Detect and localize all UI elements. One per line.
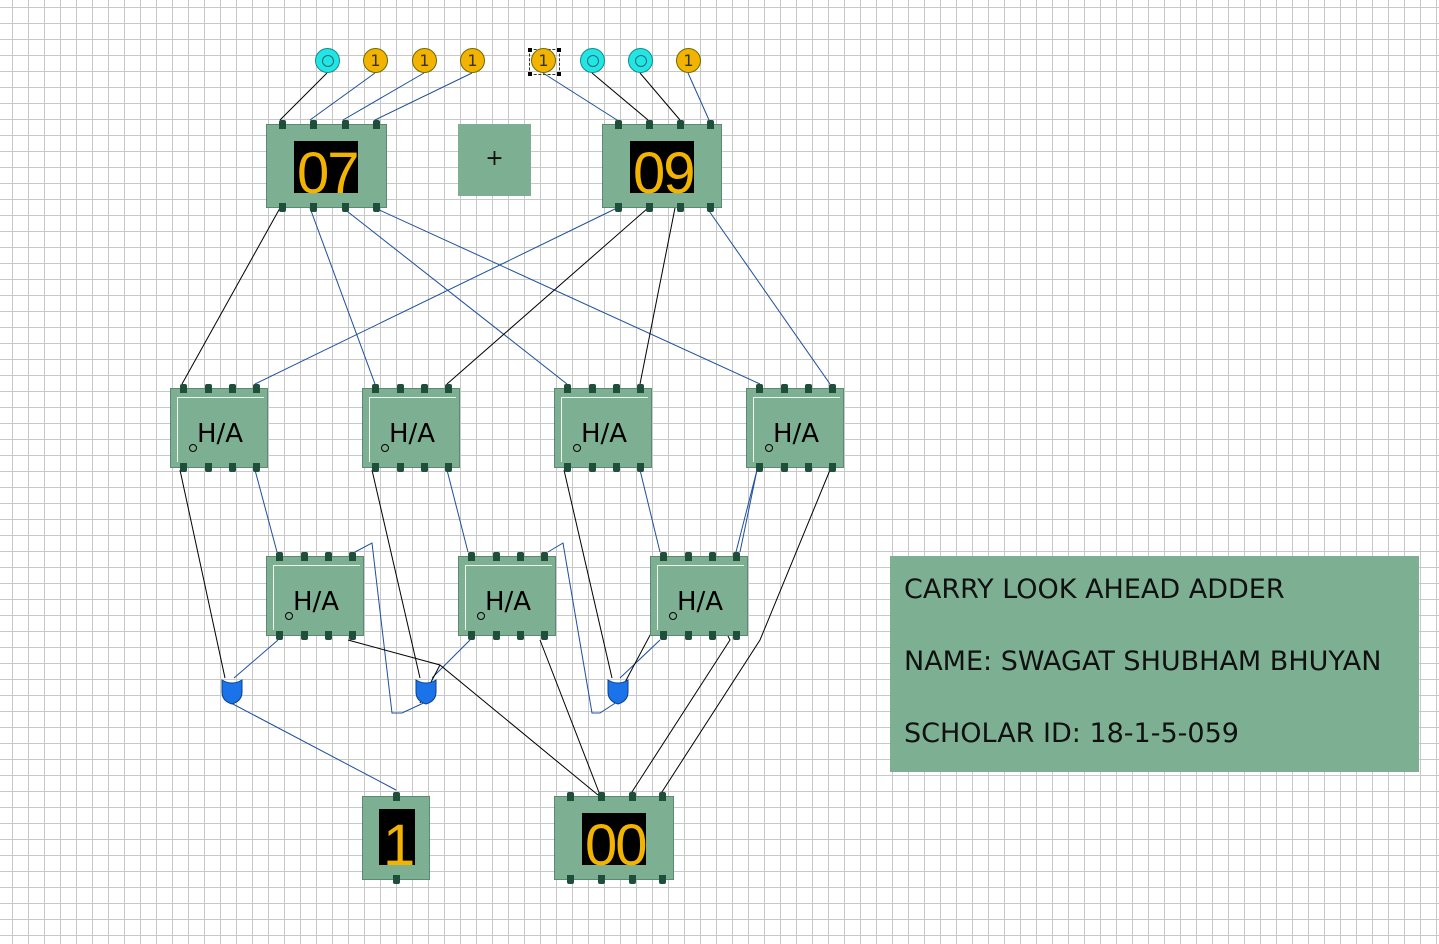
half-adder-label: H/A bbox=[197, 419, 244, 449]
wire bbox=[639, 469, 661, 553]
half-adder-label: H/A bbox=[389, 419, 436, 449]
half-adder-label: H/A bbox=[485, 587, 532, 617]
half-adder-label: H/A bbox=[773, 419, 820, 449]
wire bbox=[254, 207, 618, 385]
wire bbox=[547, 542, 621, 714]
wire bbox=[687, 72, 710, 121]
display-sum-value: 00 bbox=[585, 813, 647, 878]
switch-b3[interactable]: 1 bbox=[531, 48, 556, 73]
wire bbox=[230, 702, 397, 791]
half-adder[interactable]: H/A bbox=[266, 552, 364, 640]
switch-b1[interactable] bbox=[628, 48, 653, 73]
wire bbox=[446, 469, 469, 553]
info-scholar-id: SCHOLAR ID: 18-1-5-059 bbox=[904, 718, 1239, 749]
wire bbox=[233, 639, 279, 679]
or-gate-icon[interactable] bbox=[606, 676, 630, 706]
wire bbox=[659, 469, 831, 796]
switch-b2[interactable] bbox=[580, 48, 605, 73]
half-adder[interactable]: H/A bbox=[554, 384, 652, 472]
switch-a0[interactable]: 1 bbox=[460, 48, 485, 73]
wire bbox=[563, 469, 613, 679]
half-adder-label: H/A bbox=[581, 419, 628, 449]
wire bbox=[739, 469, 758, 553]
wire bbox=[706, 207, 831, 385]
switch-b0[interactable]: 1 bbox=[676, 48, 701, 73]
wire bbox=[374, 207, 761, 385]
half-adder[interactable]: H/A bbox=[170, 384, 268, 472]
wire bbox=[354, 542, 431, 714]
wire bbox=[619, 639, 661, 679]
wire bbox=[591, 72, 649, 121]
wire bbox=[254, 469, 278, 553]
half-adder[interactable]: H/A bbox=[746, 384, 844, 472]
display-carry[interactable]: 1 bbox=[362, 792, 430, 884]
operator-label: + bbox=[458, 124, 531, 196]
wire bbox=[539, 639, 601, 796]
wire bbox=[446, 207, 649, 385]
wire bbox=[179, 469, 226, 679]
wire bbox=[309, 207, 376, 385]
info-panel: CARRY LOOK AHEAD ADDER NAME: SWAGAT SHUB… bbox=[890, 556, 1419, 772]
wire bbox=[309, 72, 376, 121]
wire bbox=[342, 72, 425, 121]
display-carry-value: 1 bbox=[383, 813, 415, 878]
half-adder[interactable]: H/A bbox=[362, 384, 460, 472]
or-gate-icon[interactable] bbox=[220, 676, 244, 706]
info-title: CARRY LOOK AHEAD ADDER bbox=[904, 574, 1285, 605]
wire bbox=[347, 639, 599, 796]
switch-a2[interactable]: 1 bbox=[363, 48, 388, 73]
display-b-value: 09 bbox=[633, 141, 695, 206]
switch-off-icon bbox=[634, 55, 647, 67]
wire bbox=[639, 207, 676, 385]
half-adder-label: H/A bbox=[293, 587, 340, 617]
wire bbox=[431, 639, 471, 679]
wire bbox=[371, 469, 421, 679]
display-sum[interactable]: 00 bbox=[554, 792, 674, 884]
display-a-value: 07 bbox=[297, 141, 359, 206]
wire bbox=[735, 469, 758, 553]
switch-off-icon bbox=[321, 55, 334, 67]
half-adder[interactable]: H/A bbox=[650, 552, 748, 640]
wire bbox=[181, 207, 281, 385]
info-name: NAME: SWAGAT SHUBHAM BHUYAN bbox=[904, 646, 1382, 677]
wire bbox=[279, 72, 328, 121]
half-adder[interactable]: H/A bbox=[458, 552, 556, 640]
switch-off-icon bbox=[586, 55, 599, 67]
switch-a3[interactable] bbox=[315, 48, 340, 73]
wire bbox=[639, 72, 681, 121]
wire bbox=[342, 207, 568, 385]
wire bbox=[374, 72, 473, 121]
switch-a1[interactable]: 1 bbox=[412, 48, 437, 73]
display-b[interactable]: 09 bbox=[602, 120, 722, 212]
display-a[interactable]: 07 bbox=[266, 120, 387, 212]
wire bbox=[542, 72, 618, 121]
or-gate-icon[interactable] bbox=[414, 676, 438, 706]
half-adder-label: H/A bbox=[677, 587, 724, 617]
